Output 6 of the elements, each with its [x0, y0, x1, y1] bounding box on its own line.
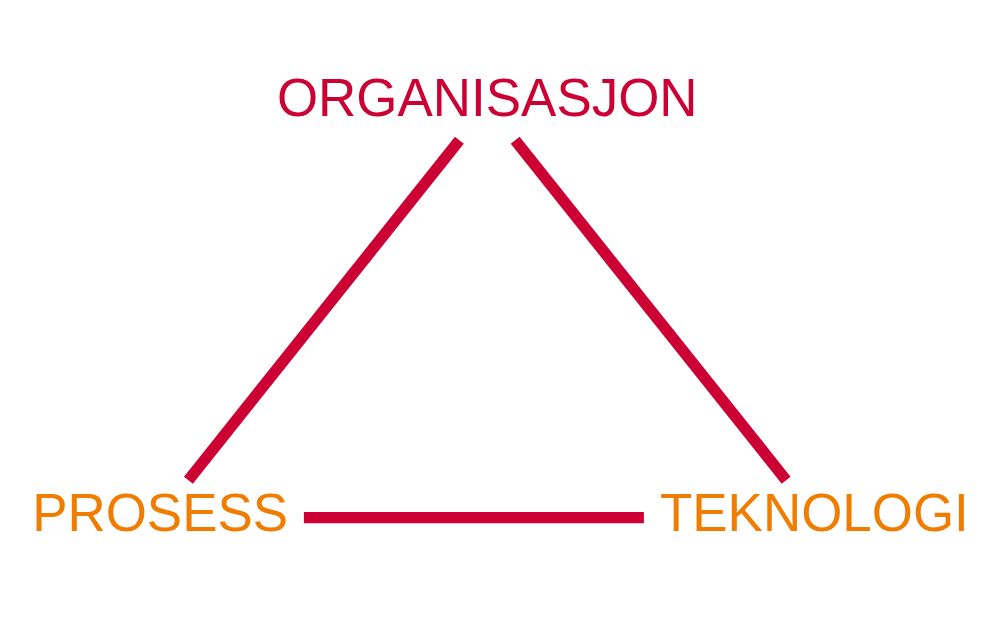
connector — [510, 136, 791, 484]
node-text: ORGANISASJON — [276, 68, 698, 128]
node-text: TEKNOLOGI — [659, 482, 969, 542]
node-text: PROSESS — [32, 482, 289, 542]
connector — [183, 136, 464, 484]
connector — [303, 511, 644, 524]
